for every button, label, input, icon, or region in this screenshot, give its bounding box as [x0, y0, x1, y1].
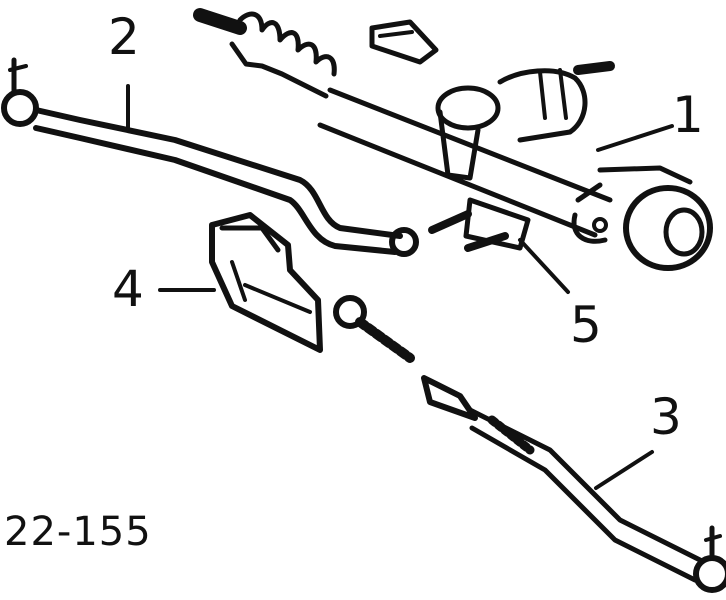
steering-bracket	[158, 212, 323, 353]
callout-3: 3	[650, 388, 682, 446]
right-tie-rod	[333, 295, 726, 593]
callout-4: 4	[112, 260, 144, 318]
figure-reference-code: 22-155	[4, 509, 152, 555]
mounting-clamp-bolts	[428, 197, 570, 294]
callout-5: 5	[570, 296, 602, 354]
callout-1: 1	[672, 86, 704, 144]
callout-2: 2	[108, 8, 140, 66]
steering-rack-assembly	[193, 8, 713, 271]
left-tie-rod	[1, 57, 419, 257]
